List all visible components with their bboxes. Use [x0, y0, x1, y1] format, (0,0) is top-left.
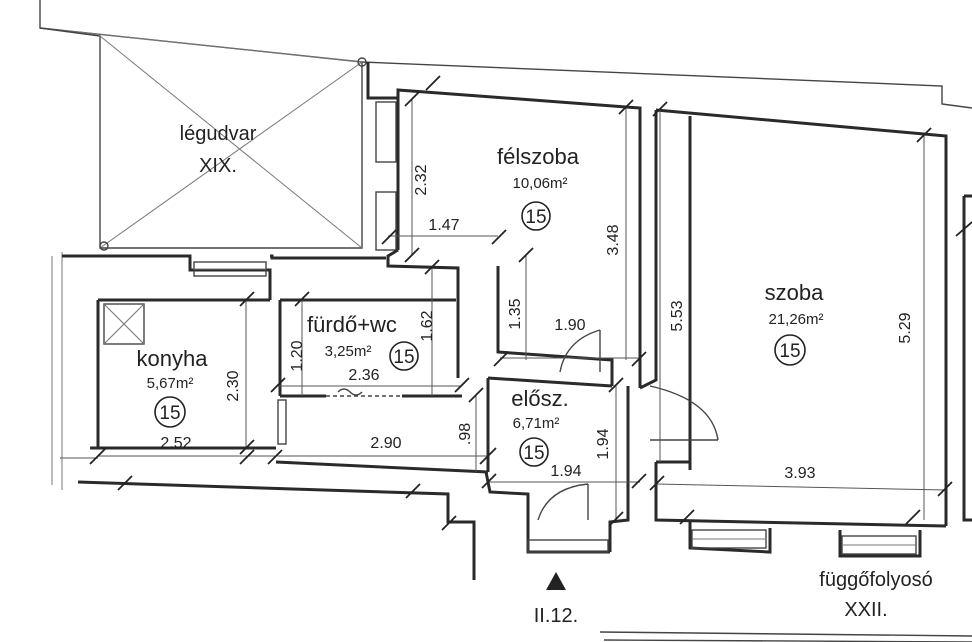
dim-label: 2.90 — [370, 435, 401, 452]
dim-label: 2.30 — [225, 370, 242, 401]
room-marker — [154, 396, 186, 428]
courtyard-number: XIX. — [199, 155, 237, 177]
room-marker — [521, 201, 551, 231]
room-marker-number: 15 — [779, 341, 800, 362]
room-name: konyha — [137, 346, 209, 371]
entrance-arrow-icon — [546, 572, 566, 590]
room-furdo: fürdő+wc 3,25m² 15 — [307, 312, 419, 371]
dimension-labels: 2.32 1.47 3.48 1.35 1.90 5.53 5.29 1.20 … — [160, 164, 914, 482]
doors — [103, 303, 719, 521]
room-marker-number: 15 — [525, 207, 546, 228]
dim-label: 1.94 — [595, 428, 612, 459]
room-area: 3,25m² — [325, 343, 372, 360]
room-szoba: szoba 21,26m² 15 — [765, 280, 824, 366]
dim-label: 1.20 — [289, 340, 306, 371]
courtyard-name: légudvar — [180, 123, 257, 145]
dim-label: 1.94 — [550, 463, 581, 480]
dim-label: 5.53 — [669, 300, 686, 331]
corridor-name: függőfolyosó — [819, 569, 932, 591]
dim-label: 1.47 — [428, 217, 459, 234]
room-name: félszoba — [497, 144, 580, 169]
room-marker — [389, 341, 419, 371]
courtyard — [39, 0, 972, 490]
room-area: 6,71m² — [513, 415, 560, 432]
dim-label: 1.62 — [419, 310, 436, 341]
room-marker — [519, 437, 549, 467]
room-marker-number: 15 — [393, 347, 414, 368]
dim-label: 1.35 — [507, 298, 524, 329]
room-marker-number: 15 — [523, 443, 544, 464]
room-name: elősz. — [511, 386, 568, 411]
room-area: 5,67m² — [147, 375, 194, 392]
entrance-label: II.12. — [534, 605, 578, 627]
room-konyha: konyha 5,67m² 15 — [137, 346, 209, 428]
dim-label: 2.52 — [160, 435, 191, 452]
room-name: szoba — [765, 280, 824, 305]
room-name: fürdő+wc — [307, 312, 397, 337]
room-marker — [774, 334, 806, 366]
corridor-number: XXII. — [844, 599, 887, 621]
dim-label: .98 — [457, 423, 474, 445]
room-felszoba: félszoba 10,06m² 15 — [497, 144, 580, 231]
room-marker-number: 15 — [159, 403, 180, 424]
dim-label: 3.93 — [784, 465, 815, 482]
windows — [193, 261, 917, 555]
dim-label: 5.29 — [897, 312, 914, 343]
entrance: II.12. — [534, 572, 578, 627]
dimension-lines — [60, 75, 972, 531]
room-area: 21,26m² — [768, 311, 823, 328]
room-elosz: elősz. 6,71m² 15 — [511, 386, 569, 467]
dim-label: 3.48 — [605, 224, 622, 255]
dim-label: 2.36 — [348, 367, 379, 384]
room-area: 10,06m² — [512, 175, 567, 192]
dim-label: 2.32 — [413, 164, 430, 195]
dim-label: 1.90 — [554, 317, 585, 334]
walls — [62, 62, 972, 642]
